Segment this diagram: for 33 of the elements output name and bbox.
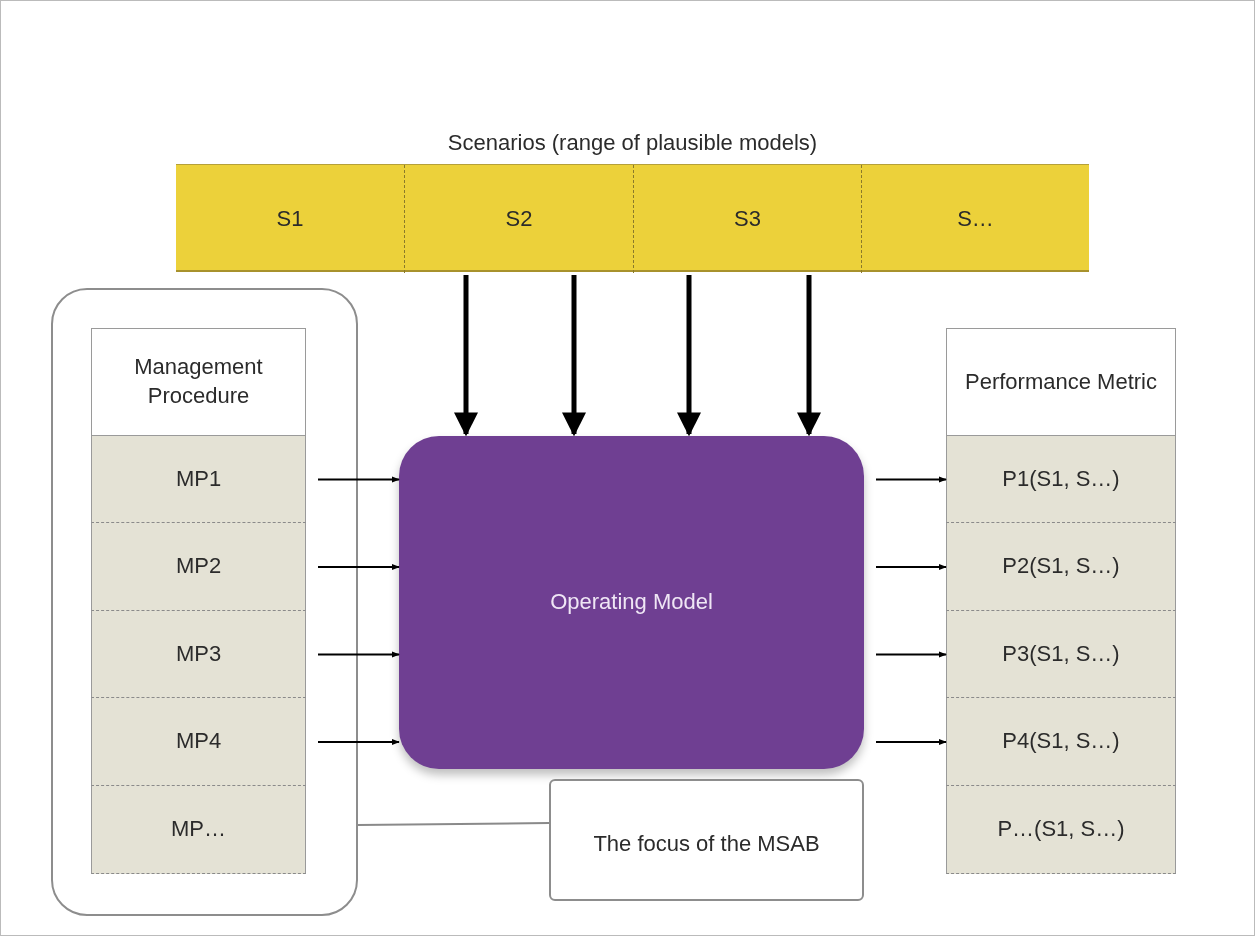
arrow	[317, 738, 400, 746]
arrow	[875, 563, 947, 571]
table-cell: P2(S1, S…)	[946, 523, 1176, 611]
table-header-cell: Performance Metric	[946, 328, 1176, 436]
band-heading: Scenarios (range of plausible models)	[446, 129, 819, 157]
arrow	[317, 651, 400, 658]
arrow	[562, 275, 586, 437]
table-cell: P3(S1, S…)	[946, 611, 1176, 698]
arrow	[797, 275, 821, 437]
scenario-cell: S3	[633, 165, 861, 273]
table-cell: MP4	[91, 698, 306, 786]
rounded-frame	[51, 288, 358, 916]
arrow	[454, 275, 478, 437]
table-cell: P1(S1, S…)	[946, 436, 1176, 523]
table-cell: MP2	[91, 523, 306, 611]
scenario-cell: S1	[176, 165, 404, 273]
callout-box: The focus of the MSAB	[549, 779, 864, 901]
arrow	[875, 476, 947, 483]
table-cell: P…(S1, S…)	[946, 786, 1176, 874]
scenario-cell: S2	[404, 165, 633, 273]
table-cell: MP3	[91, 611, 306, 698]
leader-line	[357, 822, 550, 826]
scenario-cell: S…	[861, 165, 1089, 273]
table-cell: MP1	[91, 436, 306, 523]
arrow	[317, 476, 400, 483]
table-header-cell: Management Procedure	[91, 328, 306, 436]
arrow	[317, 563, 400, 571]
operating-model-box: Operating Model	[399, 436, 864, 769]
arrow	[875, 738, 947, 746]
table-cell: P4(S1, S…)	[946, 698, 1176, 786]
table-cell: MP…	[91, 786, 306, 874]
arrow	[875, 651, 947, 658]
arrow	[677, 275, 701, 437]
